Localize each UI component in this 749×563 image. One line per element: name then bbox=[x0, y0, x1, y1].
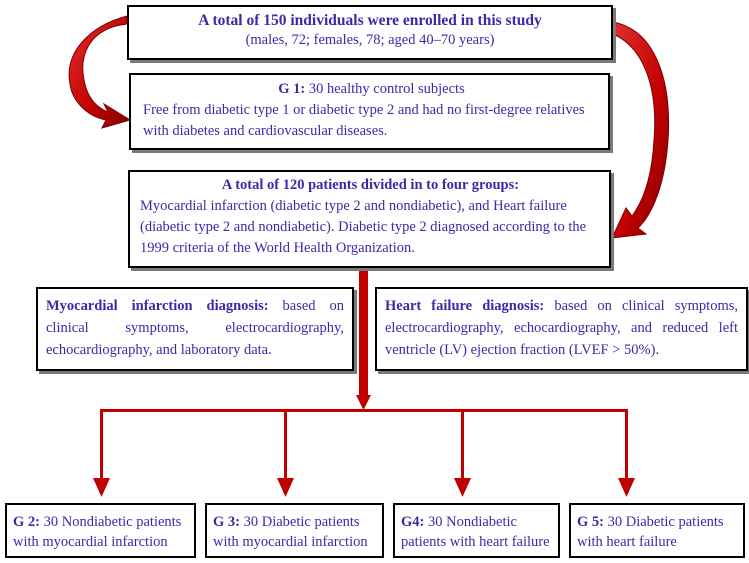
arrow-to-g5 bbox=[618, 409, 635, 497]
arrow-to-g3 bbox=[277, 409, 294, 497]
g4-label: G4: bbox=[401, 514, 425, 530]
g5-label: G 5: bbox=[577, 514, 604, 530]
g4-text: 30 Nondiabetic patients with heart failu… bbox=[401, 514, 550, 550]
enrollment-box: A total of 150 individuals were enrolled… bbox=[127, 5, 613, 60]
hf-diagnosis-label: Heart failure diagnosis: bbox=[385, 298, 545, 314]
g3-text: 30 Diabetic patients with myocardial inf… bbox=[213, 514, 368, 550]
g1-label: G 1: bbox=[278, 81, 306, 97]
mi-diagnosis-label: Myocardial infarction diagnosis: bbox=[46, 298, 269, 314]
enrollment-title: A total of 150 individuals were enrolled… bbox=[198, 12, 542, 29]
g3-box: G 3: 30 Diabetic patients with myocardia… bbox=[205, 503, 384, 558]
hf-diagnosis-box: Heart failure diagnosis: based on clinic… bbox=[375, 287, 748, 371]
mi-diagnosis-box: Myocardial infarction diagnosis: based o… bbox=[36, 287, 354, 371]
central-down-arrow bbox=[356, 268, 371, 410]
patients-box: A total of 120 patients divided in to fo… bbox=[128, 170, 611, 268]
patients-description: Myocardial infarction (diabetic type 2 a… bbox=[140, 198, 587, 256]
g3-label: G 3: bbox=[213, 514, 240, 530]
g1-control-box: G 1: 30 healthy control subjects Free fr… bbox=[129, 73, 610, 150]
g2-text: 30 Nondiabetic patients with myocardial … bbox=[13, 514, 182, 550]
mi-diagnosis-text: based on clinical symptoms, electrocardi… bbox=[46, 298, 345, 358]
g4-box: G4: 30 Nondiabetic patients with heart f… bbox=[393, 503, 560, 558]
arrow-to-g2 bbox=[93, 409, 110, 497]
g2-box: G 2: 30 Nondiabetic patients with myocar… bbox=[5, 503, 196, 558]
hf-diagnosis-text: based on clinical symptoms, electrocardi… bbox=[385, 298, 738, 358]
g1-description: Free from diabetic type 1 or diabetic ty… bbox=[143, 102, 585, 139]
g2-label: G 2: bbox=[13, 514, 40, 530]
g5-box: G 5: 30 Diabetic patients with heart fai… bbox=[569, 503, 745, 558]
enrollment-details: (males, 72; females, 78; aged 40–70 year… bbox=[245, 32, 495, 48]
g5-text: 30 Diabetic patients with heart failure bbox=[577, 514, 724, 550]
curved-arrow-left bbox=[68, 15, 132, 129]
curved-arrow-right bbox=[611, 21, 670, 239]
g1-header: G 1: 30 healthy control subjects bbox=[143, 79, 600, 100]
patients-title: A total of 120 patients divided in to fo… bbox=[221, 177, 520, 193]
arrow-to-g4 bbox=[454, 409, 471, 497]
g1-title: 30 healthy control subjects bbox=[308, 81, 465, 97]
distribution-line bbox=[100, 409, 628, 412]
